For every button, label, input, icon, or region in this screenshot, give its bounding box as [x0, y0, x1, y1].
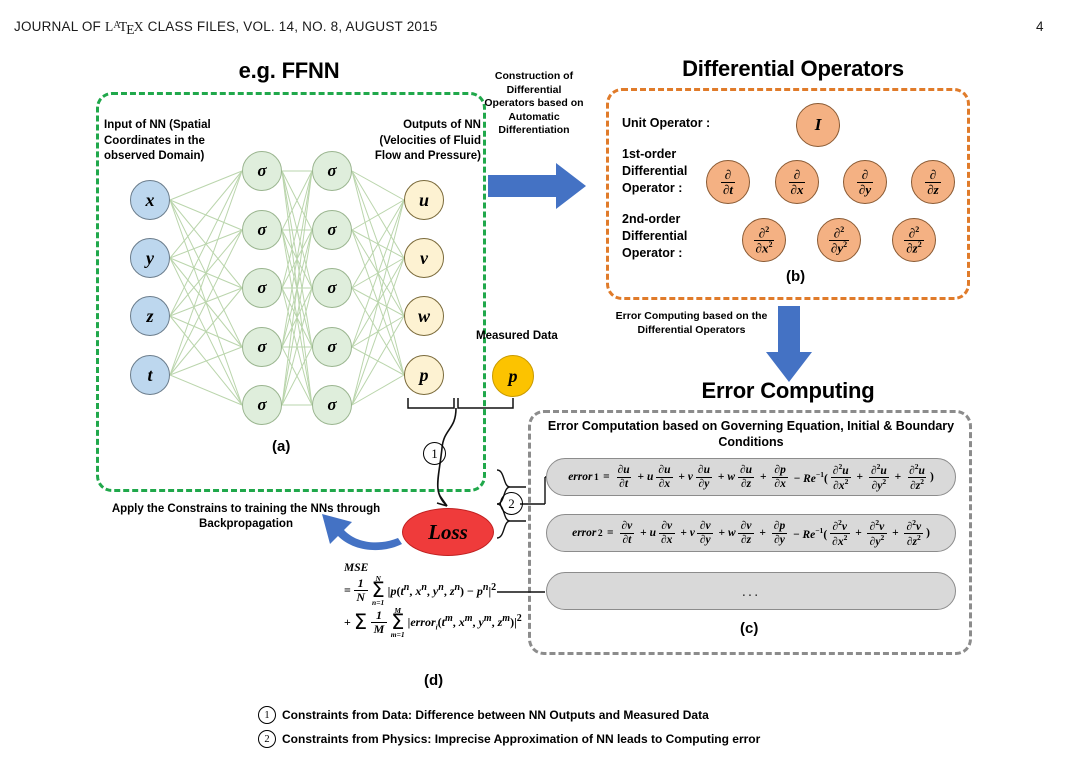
nn-hidden-node: σ — [242, 151, 282, 191]
panel-c-letter: (c) — [740, 620, 759, 637]
nn-input-node: t — [130, 355, 170, 395]
legend: 1 Constraints from Data: Difference betw… — [258, 706, 898, 754]
error-arrow-caption: Error Computing based on the Differentia… — [615, 310, 768, 336]
nn-hidden-node: σ — [242, 210, 282, 250]
first-order-operator-node: ∂∂z — [911, 160, 955, 204]
error-equation-ellipsis: ... — [741, 582, 761, 600]
mse-title: MSE — [344, 562, 369, 574]
second-order-operator-node: ∂2∂z2 — [892, 218, 936, 262]
nn-input-node: z — [130, 296, 170, 336]
measured-data-node: p — [492, 355, 534, 397]
nn-input-node: y — [130, 238, 170, 278]
operator-numerator: ∂ — [833, 225, 841, 241]
loss-node: Loss — [402, 508, 494, 556]
second-order-operator-node: ∂2∂y2 — [817, 218, 861, 262]
journal-name-prefix: JOURNAL OF — [14, 19, 105, 34]
construction-arrow-caption: Construction of Differential Operators b… — [484, 70, 584, 136]
panel-a-letter: (a) — [272, 438, 291, 455]
nn-output-node: v — [404, 238, 444, 278]
nn-hidden-node: σ — [312, 210, 352, 250]
ffnn-panel-title: e.g. FFNN — [238, 58, 340, 83]
operator-denominator: ∂y — [856, 181, 874, 197]
unit-operator-label: Unit Operator : — [622, 116, 711, 130]
operator-numerator: ∂ — [758, 225, 766, 241]
nn-hidden-node: σ — [312, 268, 352, 308]
ffnn-panel-border — [96, 92, 486, 492]
operator-denominator: ∂t — [720, 181, 736, 197]
operator-numerator: ∂ — [793, 167, 801, 183]
diffop-panel-title: Differential Operators — [682, 56, 904, 81]
panel-d-letter: (d) — [424, 672, 444, 689]
second-order-operator-label: 2nd-order Differential Operator : — [622, 212, 688, 260]
marker-one: 1 — [423, 442, 446, 465]
operator-denominator: ∂z — [925, 181, 941, 197]
marker-two: 2 — [500, 492, 523, 515]
operator-denominator: ∂x — [755, 239, 769, 255]
error-computing-title: Error Computing — [701, 378, 875, 403]
marker-one: 1 — [258, 706, 276, 724]
operator-numerator: ∂ — [724, 167, 732, 183]
panel-b-letter: (b) — [786, 268, 806, 285]
nn-hidden-node: σ — [312, 385, 352, 425]
equation-name: error — [568, 471, 593, 483]
journal-header: JOURNAL OF LATEX CLASS FILES, VOL. 14, N… — [14, 19, 438, 38]
latex-logo: LATEX — [104, 19, 144, 37]
nn-output-node: u — [404, 180, 444, 220]
measured-data-label: Measured Data — [476, 330, 558, 342]
diffop-panel-border — [606, 88, 970, 300]
second-order-operator-node: ∂2∂x2 — [742, 218, 786, 262]
unit-operator-symbol: I — [814, 115, 822, 134]
nn-output-node: p — [404, 355, 444, 395]
nn-hidden-node: σ — [242, 385, 282, 425]
page-number: 4 — [1036, 19, 1044, 34]
legend-text: Constraints from Data: Difference betwee… — [282, 708, 709, 722]
first-order-operator-node: ∂∂y — [843, 160, 887, 204]
nn-input-node: x — [130, 180, 170, 220]
equation-name: error — [572, 527, 597, 539]
legend-text: Constraints from Physics: Imprecise Appr… — [282, 732, 761, 746]
first-order-operator-label: 1st-order Differential Operator : — [622, 147, 688, 195]
error-computing-panel-border — [528, 410, 972, 655]
first-order-operator-node: ∂∂t — [706, 160, 750, 204]
error-equation-box: ... — [546, 572, 956, 610]
operator-denominator: ∂y — [830, 239, 844, 255]
journal-name-suffix: CLASS FILES, VOL. 14, NO. 8, AUGUST 2015 — [143, 19, 438, 34]
nn-input-label: Input of NN (Spatial Coordinates in the … — [104, 119, 211, 162]
nn-hidden-node: σ — [242, 327, 282, 367]
nn-hidden-node: σ — [242, 268, 282, 308]
legend-item: 2 Constraints from Physics: Imprecise Ap… — [258, 730, 898, 748]
unit-operator-node: I — [796, 103, 840, 147]
nn-output-label: Outputs of NN (Velocities of Fluid Flow … — [374, 119, 481, 162]
legend-item: 1 Constraints from Data: Difference betw… — [258, 706, 898, 724]
operator-numerator: ∂ — [929, 167, 937, 183]
nn-hidden-node: σ — [312, 151, 352, 191]
operator-numerator: ∂ — [861, 167, 869, 183]
backpropagation-caption: Apply the Constrains to training the NNs… — [111, 503, 381, 530]
nn-output-node: w — [404, 296, 444, 336]
error-computation-heading: Error Computation based on Governing Equ… — [547, 419, 955, 449]
first-order-operator-node: ∂∂x — [775, 160, 819, 204]
marker-two: 2 — [258, 730, 276, 748]
operator-denominator: ∂x — [788, 181, 806, 197]
operator-denominator: ∂z — [906, 239, 918, 255]
nn-hidden-node: σ — [312, 327, 352, 367]
operator-numerator: ∂ — [908, 225, 916, 241]
